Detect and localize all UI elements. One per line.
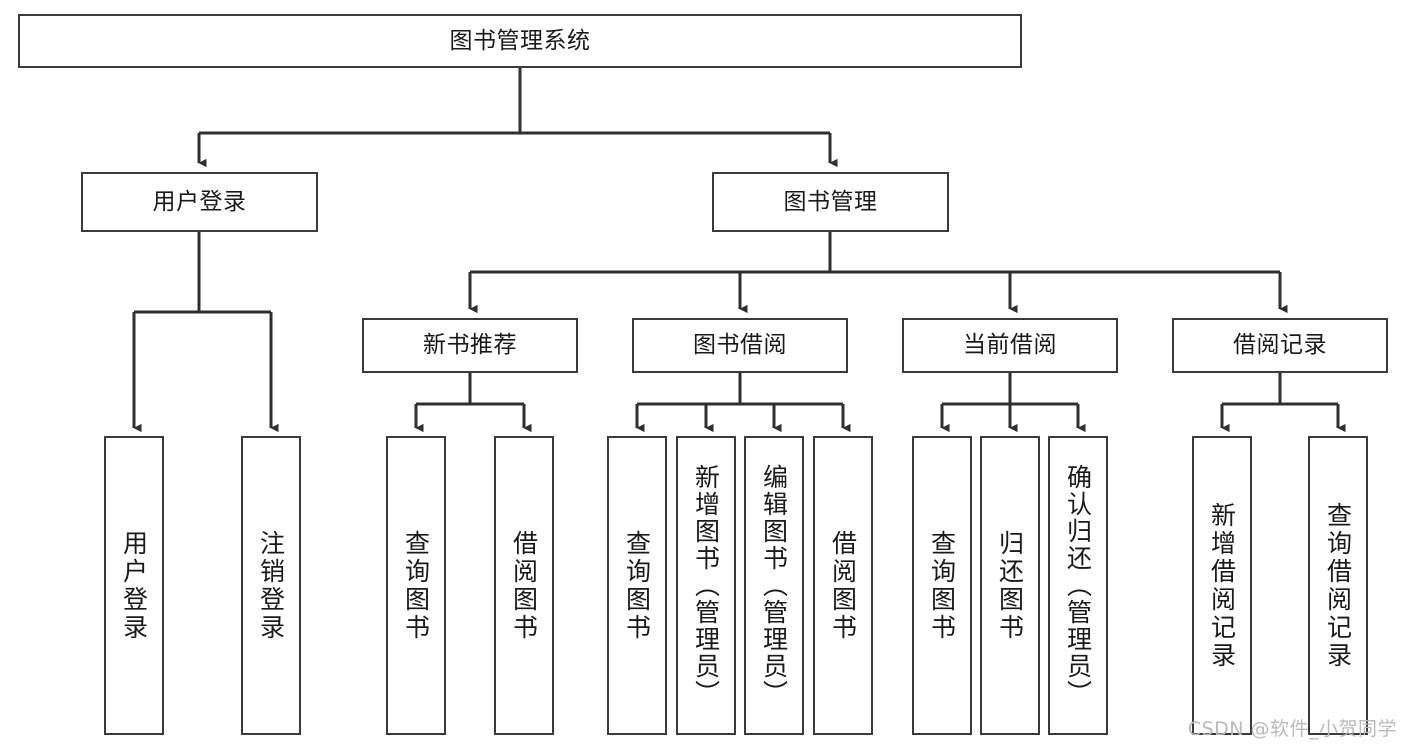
node-label: 借阅图书: [828, 529, 858, 642]
node-label: 查询借阅记录: [1323, 501, 1353, 670]
node-label: 归还图书: [995, 529, 1025, 642]
node-label: 用户登录: [152, 188, 247, 215]
node-label: 查询图书: [401, 529, 431, 642]
node-label: 图书管理系统: [449, 27, 591, 54]
node-book-borrowing[interactable]: 图书借阅: [632, 318, 848, 373]
node-label: 图书借阅: [693, 332, 787, 359]
leaf-current-borrow-confirm-return-admin[interactable]: 确认归还（管理员）: [1048, 436, 1108, 735]
node-label: 用户登录: [119, 529, 149, 642]
node-label: 图书管理: [783, 188, 878, 215]
node-label: 当前借阅: [963, 332, 1057, 359]
leaf-user-login-signin[interactable]: 用户登录: [104, 436, 164, 735]
leaf-user-login-signout[interactable]: 注销登录: [241, 436, 301, 735]
node-user-login[interactable]: 用户登录: [81, 172, 318, 232]
node-label: 借阅记录: [1233, 332, 1327, 359]
node-borrowing-record[interactable]: 借阅记录: [1172, 318, 1388, 373]
leaf-borrow-record-query-record[interactable]: 查询借阅记录: [1308, 436, 1368, 735]
node-label: 新增借阅记录: [1207, 501, 1237, 670]
node-label: 确认归还（管理员）: [1063, 464, 1093, 707]
node-label: 新增图书（管理员）: [691, 464, 721, 707]
node-root-book-management-system[interactable]: 图书管理系统: [18, 14, 1022, 68]
leaf-current-borrow-return-books[interactable]: 归还图书: [980, 436, 1040, 735]
node-book-management[interactable]: 图书管理: [712, 172, 949, 232]
node-label: 编辑图书（管理员）: [759, 464, 789, 707]
watermark-text: CSDN @软件_小贺同学: [1187, 718, 1397, 740]
node-label: 查询图书: [927, 529, 957, 642]
leaf-book-borrow-add-book-admin[interactable]: 新增图书（管理员）: [676, 436, 736, 735]
node-label: 注销登录: [256, 529, 286, 642]
leaf-book-borrow-query-books[interactable]: 查询图书: [607, 436, 667, 735]
node-current-borrowing[interactable]: 当前借阅: [902, 318, 1118, 373]
leaf-book-borrow-borrow-books[interactable]: 借阅图书: [813, 436, 873, 735]
node-label: 借阅图书: [509, 529, 539, 642]
node-new-book-recommendation[interactable]: 新书推荐: [362, 318, 578, 373]
leaf-new-book-borrow-books[interactable]: 借阅图书: [494, 436, 554, 735]
node-label: 新书推荐: [423, 332, 517, 359]
leaf-book-borrow-edit-book-admin[interactable]: 编辑图书（管理员）: [744, 436, 804, 735]
leaf-new-book-query-books[interactable]: 查询图书: [386, 436, 446, 735]
leaf-borrow-record-add-record[interactable]: 新增借阅记录: [1192, 436, 1252, 735]
node-label: 查询图书: [622, 529, 652, 642]
leaf-current-borrow-query-books[interactable]: 查询图书: [912, 436, 972, 735]
